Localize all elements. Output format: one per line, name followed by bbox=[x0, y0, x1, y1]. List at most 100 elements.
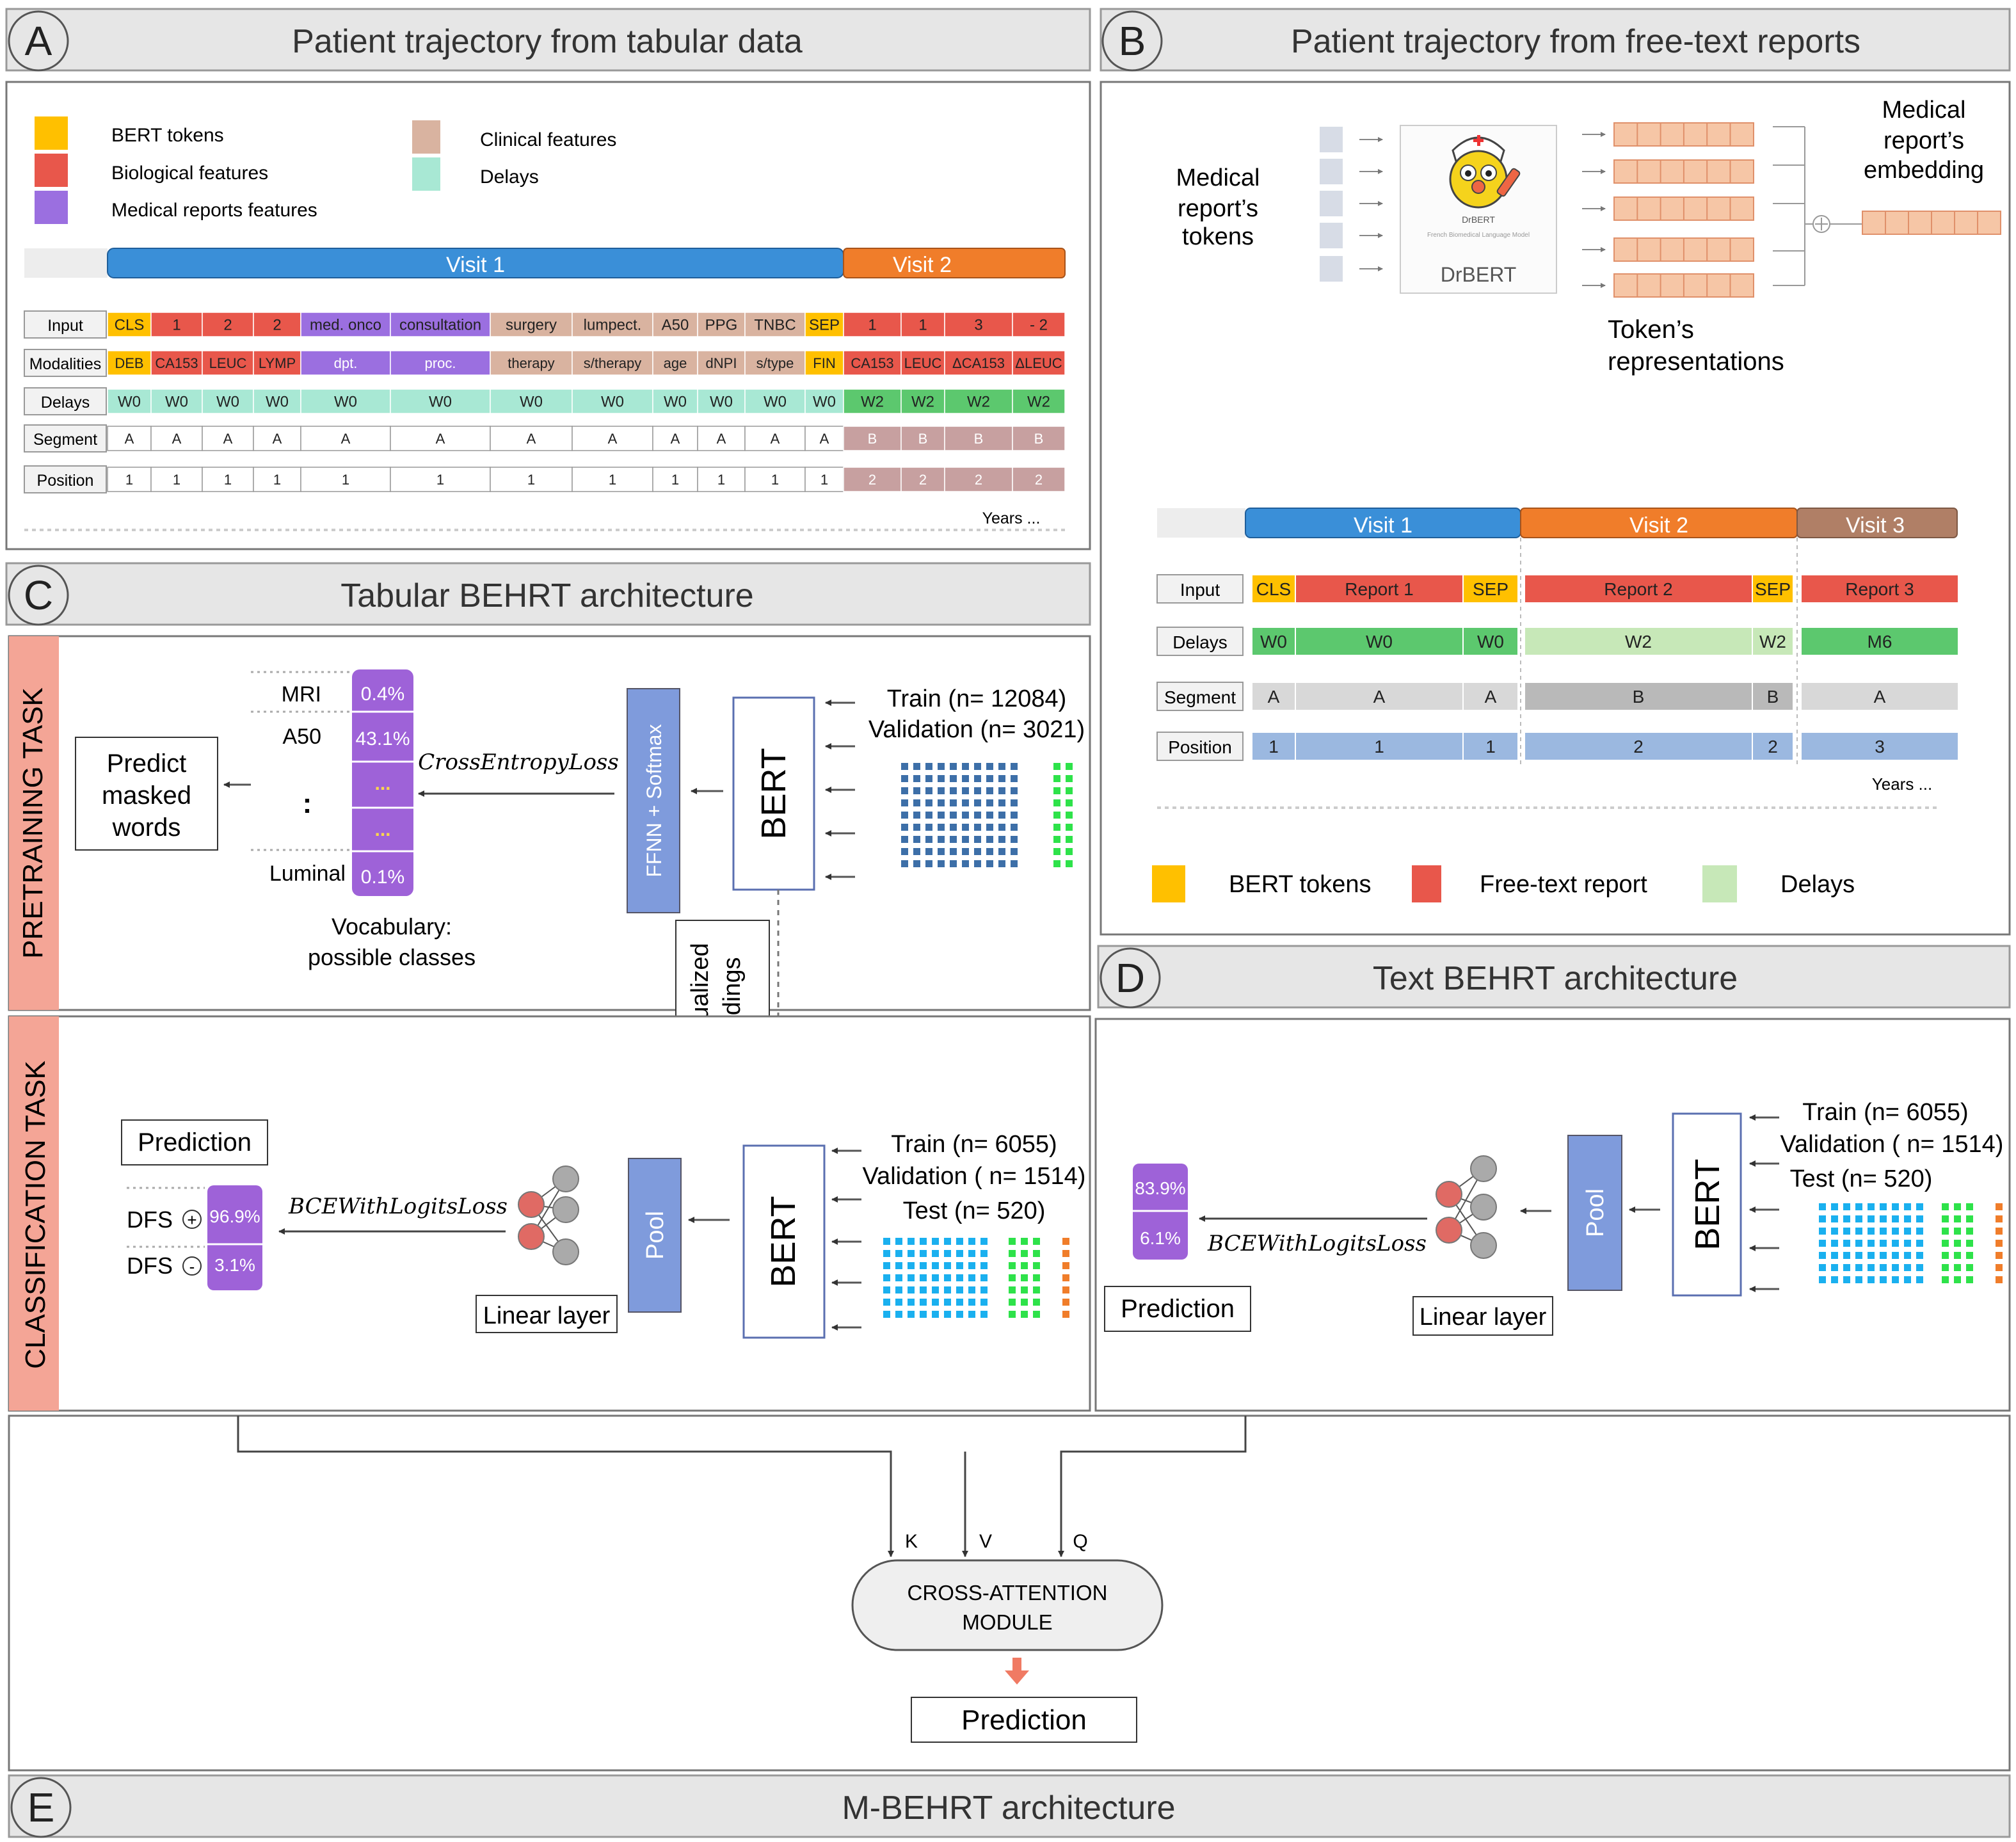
train-dot bbox=[1892, 1276, 1899, 1283]
b-position-cell-text: 3 bbox=[1875, 737, 1885, 757]
train-dot bbox=[883, 1311, 890, 1318]
panel-c: C Tabular BEHRT architecture PRETRAINING… bbox=[5, 562, 1091, 1412]
train-dot bbox=[1831, 1215, 1838, 1222]
a-delays-cell-text: W2 bbox=[861, 394, 884, 411]
a-delays-cell-text: W0 bbox=[813, 394, 836, 411]
a-position-cell-text: 1 bbox=[527, 472, 535, 488]
a-delays-cell-text: W0 bbox=[216, 394, 239, 411]
train-dot bbox=[944, 1250, 951, 1257]
a-position-cell-text: 1 bbox=[436, 472, 444, 488]
vocab-value-ellipsis1: ... bbox=[374, 773, 390, 794]
b-position-cell bbox=[1524, 732, 1753, 761]
b-legend-bert: BERT tokens bbox=[1229, 871, 1372, 898]
vocab-value-a50: 43.1% bbox=[355, 728, 410, 749]
test-dot bbox=[1996, 1215, 2003, 1222]
train-dot bbox=[1011, 799, 1018, 806]
train-dot bbox=[913, 775, 920, 782]
validation-dot bbox=[1066, 824, 1073, 831]
a-modalities-cell-text: FIN bbox=[813, 355, 835, 371]
a-modalities-cell bbox=[652, 350, 698, 376]
train-dot bbox=[895, 1286, 902, 1293]
a-modalities-cell-text: DEB bbox=[115, 355, 143, 371]
pretraining-band bbox=[9, 636, 59, 1010]
d-pool-label: Pool bbox=[1582, 1189, 1609, 1237]
a-delays-cell-text: W0 bbox=[266, 394, 289, 411]
validation-dot bbox=[1053, 824, 1060, 831]
train-dot bbox=[938, 763, 945, 770]
b-row-labels: Input Delays Segment Position bbox=[1156, 574, 1244, 761]
panel-a-legend: BERT tokens Biological features Medical … bbox=[35, 116, 616, 224]
a-segment-cell bbox=[253, 426, 301, 451]
train-dot bbox=[901, 836, 908, 843]
d-prediction-box bbox=[1104, 1286, 1251, 1332]
validation-dot bbox=[1009, 1311, 1016, 1318]
test-dot bbox=[1062, 1311, 1069, 1318]
train-dot bbox=[1843, 1203, 1850, 1210]
d-test-count: Test (n= 520) bbox=[1790, 1165, 1933, 1192]
a-input-cell bbox=[843, 312, 902, 337]
train-dot bbox=[974, 824, 981, 831]
b-position-cell-text: 2 bbox=[1633, 737, 1644, 757]
train-dot bbox=[1855, 1240, 1862, 1247]
b-delays-cell bbox=[1251, 627, 1296, 656]
a-position-cell-text: 2 bbox=[975, 472, 982, 488]
a-input-cell-text: 1 bbox=[172, 317, 180, 334]
train-dot bbox=[1916, 1276, 1923, 1283]
validation-dot bbox=[1966, 1215, 1973, 1222]
train-dot bbox=[950, 860, 957, 867]
train-dot bbox=[1868, 1215, 1875, 1222]
legend-delays: Delays bbox=[480, 166, 539, 188]
validation-dot bbox=[1021, 1250, 1028, 1257]
a-modalities-cell-text: s/therapy bbox=[584, 355, 642, 371]
train-dot bbox=[962, 848, 969, 855]
b-tokens-line1: Medical bbox=[1176, 164, 1260, 191]
a-row-label-position: Position bbox=[37, 472, 94, 490]
a-modalities-cell-text: proc. bbox=[425, 355, 456, 371]
pretrain-data-dots bbox=[901, 763, 1073, 867]
c-linear-label: Linear layer bbox=[483, 1302, 611, 1329]
validation-dot bbox=[1009, 1262, 1016, 1269]
b-position-cell bbox=[1462, 732, 1519, 761]
a-position-cell bbox=[390, 467, 491, 492]
e-query-label: Q bbox=[1073, 1531, 1087, 1552]
validation-dot bbox=[1009, 1250, 1016, 1257]
legend-biological: Biological features bbox=[111, 163, 268, 184]
a-segment-cell-text: A bbox=[125, 431, 134, 447]
train-dot bbox=[932, 1274, 939, 1281]
train-dot bbox=[1843, 1240, 1850, 1247]
train-dot bbox=[1880, 1203, 1887, 1210]
b-report-token bbox=[1320, 223, 1343, 248]
panel-b-title: Patient trajectory from free-text report… bbox=[1291, 23, 1860, 60]
train-dot bbox=[1892, 1252, 1899, 1259]
validation-dot bbox=[1954, 1252, 1961, 1259]
train-dot bbox=[1880, 1215, 1887, 1222]
train-dot bbox=[986, 763, 993, 770]
panel-d: D Text BEHRT architecture 83.9% 6.1% Pre… bbox=[1094, 945, 2011, 1412]
a-segment-cell bbox=[490, 426, 573, 451]
train-dot bbox=[913, 787, 920, 794]
a-position-cell-text: 1 bbox=[342, 472, 349, 488]
train-dot bbox=[980, 1250, 988, 1257]
train-dot bbox=[986, 848, 993, 855]
train-dot bbox=[932, 1250, 939, 1257]
b-tokens-line2: report’s bbox=[1178, 195, 1258, 222]
train-dot bbox=[944, 1311, 951, 1318]
train-dot bbox=[962, 763, 969, 770]
a-delays-cell bbox=[107, 388, 152, 414]
a-modalities-cell-text: LEUC bbox=[904, 355, 942, 371]
c-train-count: Train (n= 6055) bbox=[891, 1131, 1057, 1158]
train-dot bbox=[944, 1286, 951, 1293]
test-dot bbox=[1062, 1262, 1069, 1269]
a-segment-cell-text: A bbox=[223, 431, 233, 447]
a-position-cell bbox=[572, 467, 653, 492]
test-dot bbox=[1062, 1286, 1069, 1293]
a-delays-cell bbox=[490, 388, 573, 414]
predict-masked-line1: Predict bbox=[107, 749, 187, 778]
b-delays-cell-text: W0 bbox=[1260, 632, 1287, 652]
vocab-value-luminal: 0.1% bbox=[361, 867, 404, 888]
train-dot bbox=[962, 824, 969, 831]
vocab-separators bbox=[352, 710, 413, 853]
e-prediction-label: Prediction bbox=[961, 1704, 1087, 1736]
validation-dot bbox=[1066, 787, 1073, 794]
